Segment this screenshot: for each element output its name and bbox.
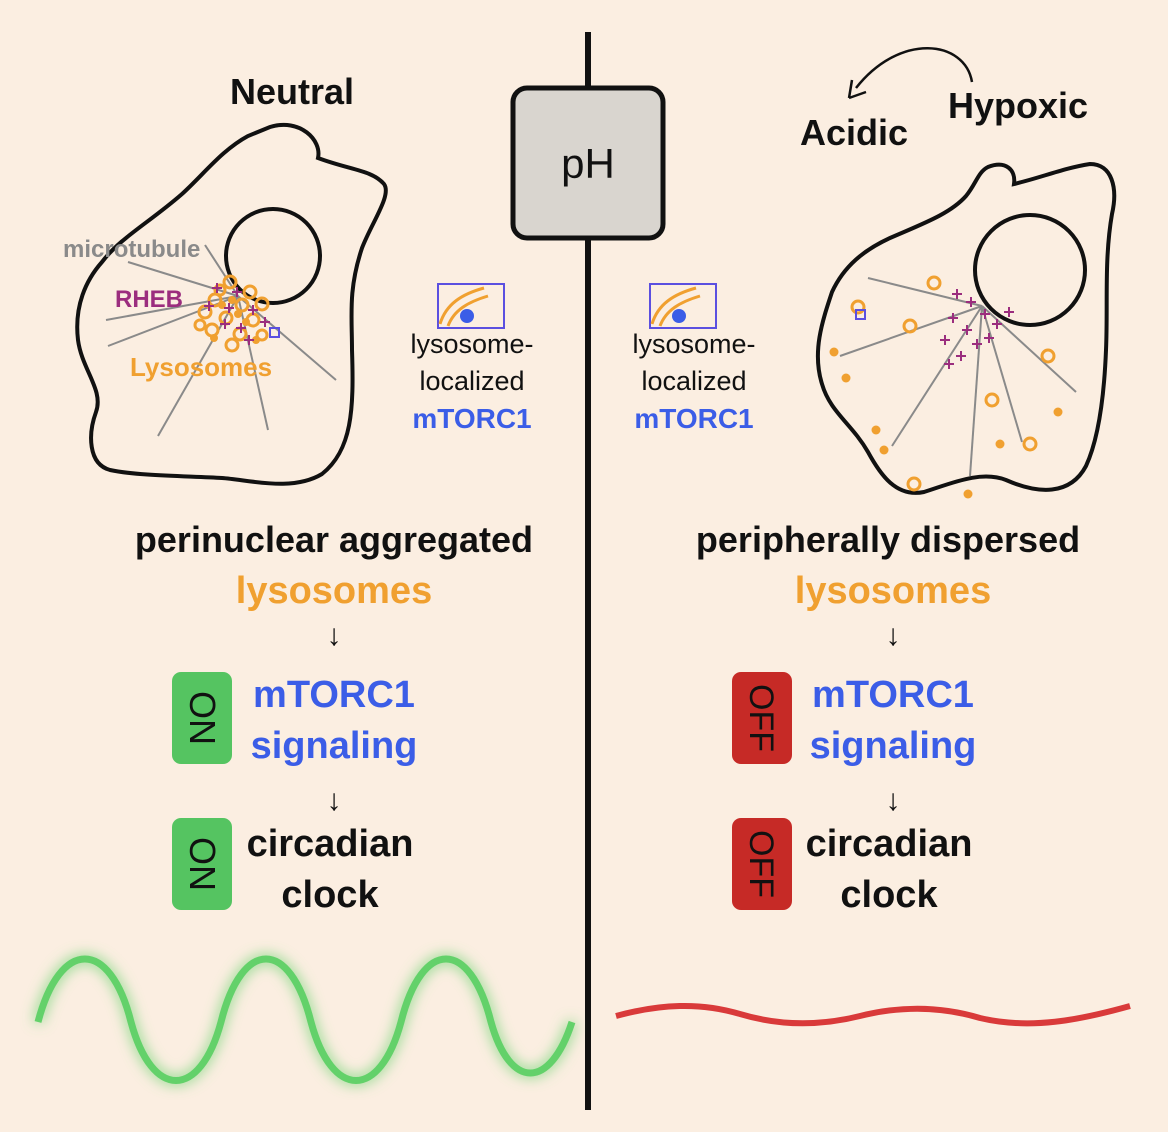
acidic-hypoxic-arrow (855, 47, 974, 89)
ph-box: pH (510, 85, 666, 241)
acidic-hypoxic-arrowhead (847, 79, 867, 100)
right-outcome-line2: lysosomes (795, 570, 991, 612)
right-signaling-off-badge: OFF (732, 672, 792, 764)
neutral-cell: microtubule RHEB Lysosomes (63, 123, 388, 486)
cell-membrane-left (75, 123, 388, 486)
legend-line3-right: mTORC1 (634, 403, 753, 434)
lysosomes-dispersed-right (850, 275, 1056, 492)
ph-label: pH (561, 140, 615, 187)
right-arrow-1: ↓ (886, 619, 901, 652)
nucleus-left (224, 207, 322, 305)
left-signaling-line2: signaling (251, 725, 418, 767)
right-clock-off-badge: OFF (732, 818, 792, 910)
hypoxic-label: Hypoxic (948, 85, 1088, 126)
nucleus-right (973, 213, 1087, 327)
left-outcome-line2: lysosomes (236, 570, 432, 612)
left-clock-line2: clock (281, 874, 379, 916)
acidic-cell (815, 161, 1117, 499)
circadian-wave-on (34, 955, 576, 1084)
rheb-marks-right (940, 289, 1014, 369)
left-arrow-2: ↓ (327, 784, 342, 817)
left-clock-state: ON (182, 837, 223, 891)
mtorc1-dot-right (672, 309, 686, 323)
right-signaling-line2: signaling (810, 725, 977, 767)
acidic-label: Acidic (800, 112, 908, 153)
right-clock-line2: clock (840, 874, 938, 916)
right-clock-state: OFF (742, 830, 780, 898)
lysosomes-label: Lysosomes (130, 352, 272, 382)
circadian-wave-off (615, 1003, 1131, 1027)
lysosome-filled-right (829, 347, 1063, 499)
right-outcome-line1: peripherally dispersed (696, 519, 1080, 560)
right-clock-line1: circadian (806, 823, 973, 865)
right-signaling-line1: mTORC1 (812, 674, 974, 716)
legend-line2-right: localized (641, 366, 746, 396)
lysosome-cluster-left (193, 274, 270, 353)
left-signaling-line1: mTORC1 (253, 674, 415, 716)
rheb-marks-left (204, 283, 270, 345)
legend-box-right (649, 283, 717, 329)
legend-line1-left: lysosome- (410, 329, 533, 359)
left-clock-on-badge: ON (172, 818, 232, 910)
left-signaling-on-badge: ON (172, 672, 232, 764)
right-signaling-state: OFF (742, 684, 780, 752)
mtorc1-dot-left (460, 309, 474, 323)
mtorc1-marker-left (269, 327, 280, 338)
rheb-label: RHEB (115, 286, 183, 313)
legend-box-left (437, 283, 505, 329)
left-signaling-state: ON (182, 691, 223, 745)
microtubule-label: microtubule (63, 236, 200, 263)
left-clock-line1: circadian (247, 823, 414, 865)
left-outcome-line1: perinuclear aggregated (135, 519, 533, 560)
legend-line1-right: lysosome- (632, 329, 755, 359)
mtorc1-legend-right: lysosome- localized mTORC1 (632, 283, 756, 434)
mtorc1-marker-right (855, 309, 866, 320)
legend-line2-left: localized (419, 366, 524, 396)
mtorc1-legend-left: lysosome- localized mTORC1 (410, 283, 534, 434)
legend-line3-left: mTORC1 (412, 403, 531, 434)
right-arrow-2: ↓ (886, 784, 901, 817)
neutral-label: Neutral (230, 71, 354, 112)
left-arrow-1: ↓ (327, 619, 342, 652)
